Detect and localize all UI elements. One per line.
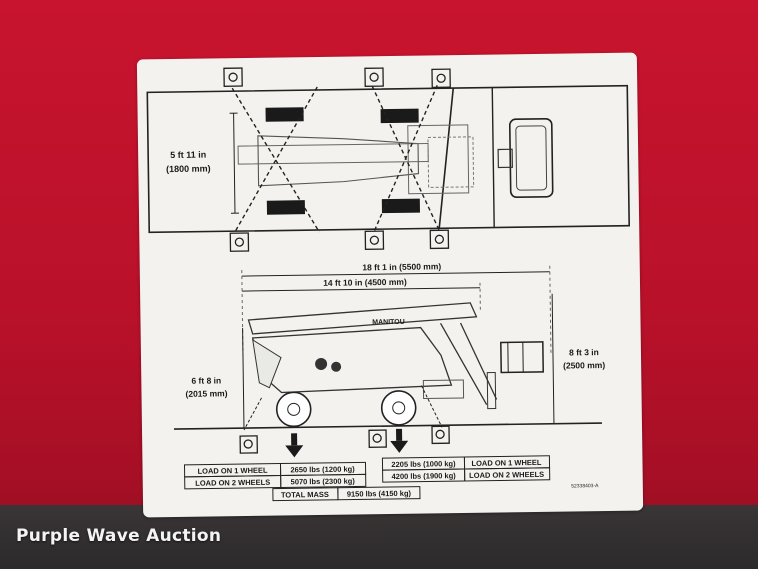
part-number: 52338403-A (571, 483, 599, 489)
tie-down-icon (431, 425, 450, 445)
height-right-ft-label: 8 ft 3 in (569, 347, 599, 357)
tie-down-icon (239, 435, 258, 454)
rear-load-2-label: LOAD ON 2 WHEELS (469, 470, 544, 480)
basket-side-view (500, 341, 544, 374)
tie-down-icon (229, 232, 250, 252)
height-left-ft-label: 6 ft 8 in (191, 375, 221, 385)
front-load-arrow (285, 445, 304, 458)
width-mm-label: (1800 mm) (166, 163, 211, 174)
total-mass-value: 9150 lbs (4150 kg) (347, 489, 412, 499)
rear-load-1-value: 2205 lbs (1000 kg) (391, 459, 456, 469)
height-right-mm-label: (2500 mm) (563, 360, 605, 371)
rear-right-wheel (381, 198, 420, 214)
total-mass-label: TOTAL MASS (281, 490, 329, 500)
front-wheel-side (275, 391, 312, 428)
placard-drawing: 5 ft 11 in (1800 mm) 18 ft 1 in (5500 mm… (146, 67, 631, 502)
width-ft-label: 5 ft 11 in (170, 150, 206, 161)
tie-down-icon (223, 67, 243, 87)
front-load-2-value: 5070 lbs (2300 kg) (291, 477, 356, 487)
tie-down-icon (364, 230, 385, 250)
load-placard: 5 ft 11 in (1800 mm) 18 ft 1 in (5500 mm… (136, 52, 644, 518)
front-load-2-label: LOAD ON 2 WHEELS (195, 478, 270, 488)
height-left-mm-label: (2015 mm) (185, 388, 227, 399)
overall-length-label: 18 ft 1 in (5500 mm) (362, 261, 441, 272)
rear-load-1-label: LOAD ON 1 WHEEL (471, 458, 542, 468)
front-right-wheel (266, 200, 306, 215)
ground-strip (0, 505, 758, 569)
watermark: Purple Wave Auction (16, 526, 222, 546)
side-view: 18 ft 1 in (5500 mm) 14 ft 10 in (4500 m… (173, 261, 605, 431)
top-view: 5 ft 11 in (1800 mm) (146, 84, 631, 234)
load-table-text: LOAD ON 1 WHEEL 2650 lbs (1200 kg) LOAD … (195, 458, 599, 500)
load-arrows (285, 428, 409, 458)
basket-top-view (508, 118, 554, 199)
brand-decal: MANITOU (372, 319, 405, 326)
front-left-wheel (265, 107, 304, 122)
load-table (183, 455, 551, 502)
tie-down-icon (429, 229, 450, 250)
tie-down-icon (431, 68, 451, 89)
tie-down-icons-bottom (239, 425, 450, 454)
rear-wheel-side (380, 390, 417, 426)
rear-load-arrow (390, 440, 409, 453)
tie-down-icons-top (223, 67, 451, 252)
front-load-1-label: LOAD ON 1 WHEEL (198, 466, 269, 476)
tie-down-icon (364, 67, 384, 87)
front-load-1-value: 2650 lbs (1200 kg) (290, 465, 355, 475)
wheelbase-length-label: 14 ft 10 in (4500 mm) (323, 277, 407, 288)
rear-load-2-value: 4200 lbs (1900 kg) (392, 471, 457, 481)
tie-down-icon (368, 429, 387, 448)
rear-left-wheel (380, 108, 419, 124)
